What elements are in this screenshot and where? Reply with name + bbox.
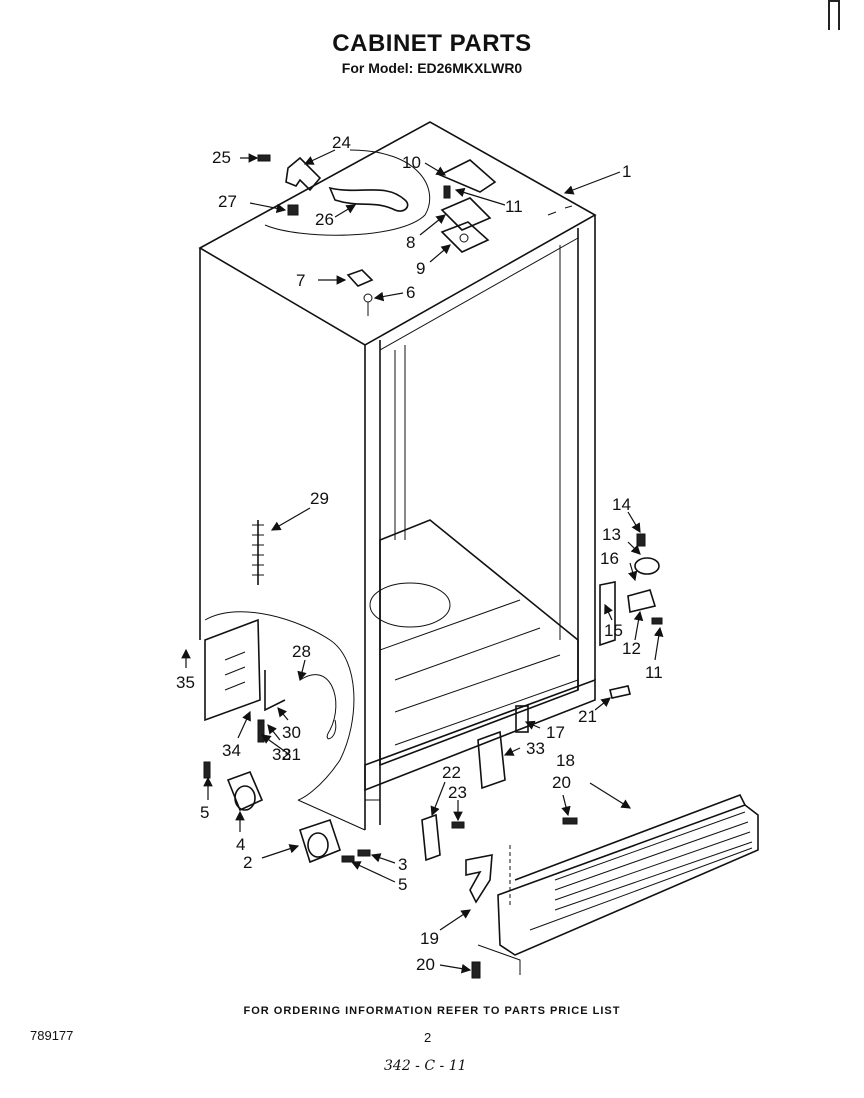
callout-28: 28 (292, 642, 311, 661)
compressor-area-parts (203, 520, 371, 864)
callout-23: 23 (448, 783, 467, 802)
callout-17: 17 (546, 723, 565, 742)
callout-1: 1 (622, 162, 631, 181)
callout-18: 18 (556, 751, 575, 770)
front-grille-parts (421, 705, 759, 979)
model-subtitle: For Model: ED26MKXLWR0 (341, 60, 523, 76)
callout-25: 25 (212, 148, 231, 167)
top-parts (257, 149, 497, 316)
callout-11-top: 11 (505, 197, 523, 216)
ordering-note: FOR ORDERING INFORMATION REFER TO PARTS … (243, 1005, 621, 1017)
callout-19: 19 (420, 929, 439, 948)
cabinet-body (198, 121, 597, 831)
callout-14: 14 (612, 495, 631, 514)
callout-5-right: 5 (398, 875, 407, 894)
callout-29: 29 (310, 489, 329, 508)
document-number: 789177 (30, 1028, 74, 1043)
callout-30: 30 (282, 723, 301, 742)
callout-4: 4 (236, 835, 245, 854)
callout-labels: 1 2 3 4 5 5 6 7 8 9 10 11 11 12 13 14 15… (176, 133, 663, 974)
callout-5-left: 5 (200, 803, 209, 822)
callout-13: 13 (602, 525, 621, 544)
callout-6: 6 (406, 283, 415, 302)
page-edge-mark (828, 0, 840, 30)
callout-22: 22 (442, 763, 461, 782)
callout-35: 35 (176, 673, 195, 692)
page-number: 2 (424, 1030, 432, 1045)
callout-21: 21 (578, 707, 597, 726)
handwritten-code: 342 - C - 11 (384, 1058, 467, 1074)
callout-15: 15 (604, 621, 623, 640)
callout-26: 26 (315, 210, 334, 229)
callout-3: 3 (398, 855, 407, 874)
callout-11-right: 11 (645, 663, 663, 682)
callout-34: 34 (222, 741, 241, 760)
callout-27: 27 (218, 192, 237, 211)
callout-20-upper: 20 (552, 773, 571, 792)
callout-20-lower: 20 (416, 955, 435, 974)
callout-32: 32 (272, 745, 291, 764)
callout-9: 9 (416, 259, 425, 278)
callout-7: 7 (296, 271, 305, 290)
page-title: CABINET PARTS (332, 30, 532, 57)
callout-10: 10 (402, 153, 421, 172)
callout-8: 8 (406, 233, 415, 252)
callout-16: 16 (600, 549, 619, 568)
bottom-right-hinge-parts (599, 533, 663, 699)
callout-33: 33 (526, 739, 545, 758)
leader-lines (181, 149, 664, 974)
callout-2: 2 (243, 853, 252, 872)
callout-12: 12 (622, 639, 641, 658)
callout-24: 24 (332, 133, 351, 152)
callout-31: 31 (282, 745, 301, 764)
